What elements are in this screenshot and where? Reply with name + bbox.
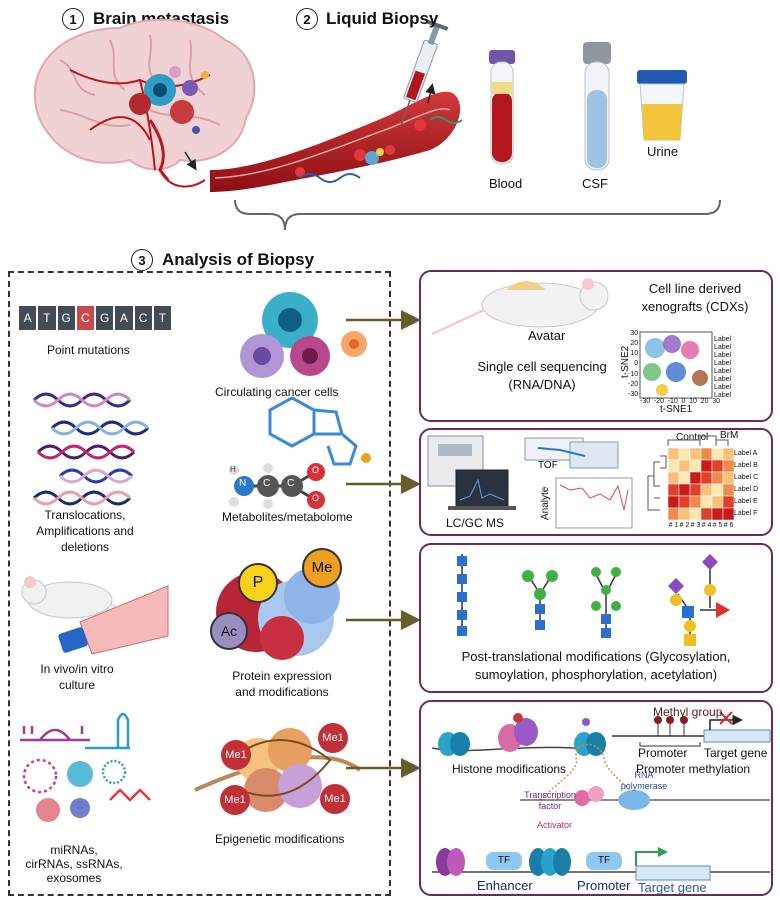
promoter-methylation-label: Promoter methylation [636, 762, 751, 776]
rna-molecules-icon [20, 712, 151, 822]
histone-modifications-label: Histone modifications [452, 762, 567, 776]
atom-c2: C [287, 478, 295, 489]
histone-icon [438, 713, 606, 756]
mouse-flask-icon [21, 576, 169, 655]
tsne-xlabel: t-SNE1 [660, 404, 693, 415]
target-gene-label: Target gene [704, 746, 768, 760]
brm-label: BrM [720, 430, 739, 441]
tsne-clusters [643, 335, 708, 396]
draw-arrow-icon [425, 83, 436, 104]
atom-n: N [239, 478, 247, 489]
tf-badge-2: TF [597, 855, 611, 866]
csf-label: CSF [582, 176, 608, 191]
control-label: Control [676, 432, 709, 443]
circulating-cells-icon [240, 292, 367, 378]
methyl-badge: Me [302, 548, 342, 588]
me1-badge-1: Me1 [221, 740, 251, 770]
heatmap-cell [722, 507, 735, 521]
me1-badge-4: Me1 [320, 784, 350, 814]
step-number-1: 1 [62, 8, 84, 30]
liquid-biopsy-title: Liquid Biopsy [326, 9, 439, 28]
biopsy-sources-panel [8, 271, 391, 896]
urine-label: Urine [647, 144, 679, 159]
step-number-2: 2 [296, 8, 318, 30]
atom-h: H [230, 465, 236, 474]
glycan-branched-icon [522, 570, 558, 630]
brain-icon [33, 18, 256, 188]
tf-badge-1: TF [497, 855, 511, 866]
heatmap-col-labels: # 1# 2# 3# 4# 5# 6 [668, 522, 734, 529]
circulating-cells-label: Circulating cancer cells [215, 385, 339, 399]
analysis-title: Analysis of Biopsy [162, 250, 315, 269]
metabolite-molecule-icon [229, 396, 371, 509]
activator-label: Activator [537, 820, 573, 830]
brain-metastasis-title: Brain metastasis [93, 9, 230, 28]
brace-connector [234, 199, 721, 231]
blood-label: Blood [489, 176, 523, 191]
syringe-icon [400, 19, 449, 126]
blood-tube-icon [489, 50, 515, 165]
acetyl-badge: Ac [210, 612, 248, 650]
target-gene-bottom-label: Target gene [638, 880, 707, 895]
point-mutations-label: Point mutations [47, 343, 130, 357]
urine-cup-icon [637, 70, 687, 141]
tof-label: TOF [538, 460, 558, 471]
step-number-3: 3 [131, 249, 153, 271]
enhancer-label: Enhancer [477, 878, 533, 893]
promoter-bottom-label: Promoter [577, 878, 631, 893]
promoter-label: Promoter [638, 746, 688, 760]
protein-complex-icon [216, 568, 340, 660]
nucleosome-icon [194, 728, 362, 812]
single-cell-label: Single cell sequencing(RNA/DNA) [477, 359, 607, 392]
glycan-tri-icon [591, 567, 621, 638]
avatar-label: Avatar [528, 328, 566, 343]
lcms-label: LC/GC MS [446, 516, 505, 530]
sequence-bar: A T G C G A C T [19, 306, 171, 330]
rnas-label: miRNAs,cirRNAs, ssRNAs,exosomes [25, 843, 123, 885]
csf-tube-icon [583, 42, 611, 171]
dna-strands-icon [32, 392, 150, 506]
glycan-chain-icon [457, 554, 467, 636]
metabolites-label: Metabolites/metabolome [222, 510, 353, 524]
atom-c1: C [263, 478, 271, 489]
atom-o1: O [312, 465, 320, 475]
me1-badge-2: Me1 [318, 723, 348, 753]
me1-badge-3: Me1 [220, 785, 250, 815]
epigenetic-label: Epigenetic modifications [215, 832, 345, 846]
phosphate-badge: P [238, 563, 278, 603]
glycan-complex-icon [668, 554, 730, 646]
methyl-group-label: Methyl group [653, 705, 723, 719]
ptm-label: Post-translational modifications (Glycos… [461, 649, 731, 682]
blood-vessel-icon [210, 91, 463, 192]
atom-o2: O [312, 493, 320, 503]
